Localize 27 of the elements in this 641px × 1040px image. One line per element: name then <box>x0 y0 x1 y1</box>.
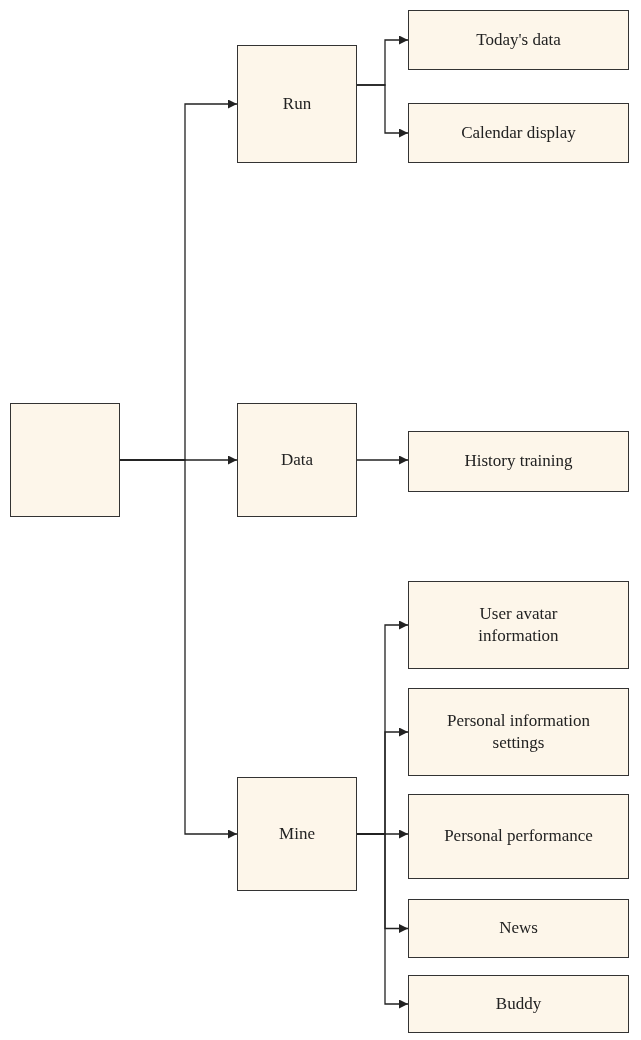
box-label: Data <box>280 448 314 471</box>
box-label: History training <box>464 450 573 473</box>
box-label: News <box>499 917 538 940</box>
box-label: Personal performance <box>444 825 593 848</box>
process-box <box>408 794 629 879</box>
box-label: Buddy <box>495 992 542 1015</box>
process-box <box>408 103 629 163</box>
process-box <box>408 10 629 70</box>
box-label: Personal information settings <box>445 709 592 754</box>
connector-arrow <box>356 84 409 138</box>
connector-arrow <box>119 459 238 839</box>
box-label: Today's data <box>476 28 561 51</box>
box-label: Run <box>282 92 312 115</box>
box-label: Calendar display <box>461 121 576 144</box>
process-box <box>408 899 629 958</box>
connector-arrow <box>356 455 409 465</box>
process-box <box>408 581 629 669</box>
process-box <box>237 403 357 517</box>
empty-box <box>10 403 120 517</box>
process-box <box>237 45 357 163</box>
process-box <box>237 777 357 891</box>
box-label: Mine <box>279 822 315 845</box>
process-box <box>408 688 629 776</box>
process-box <box>408 975 629 1033</box>
connector-arrow <box>356 833 409 1009</box>
box-label: User avatar information <box>477 602 560 647</box>
process-box <box>408 431 629 492</box>
